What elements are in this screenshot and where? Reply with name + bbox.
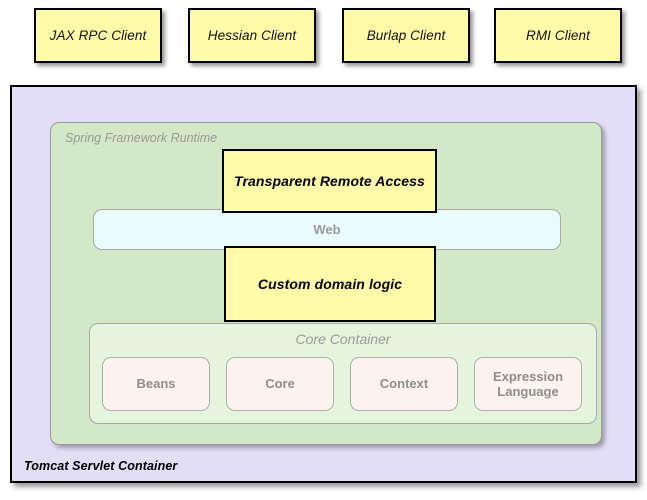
client-box-label: RMI Client [525,28,590,43]
web-layer: Web [93,209,561,250]
core-module-beans: Beans [102,357,210,411]
core-module-label: Beans [136,376,176,392]
core-module-core: Core [226,357,334,411]
client-box-burlap: Burlap Client [342,8,470,63]
client-box-label: JAX RPC Client [49,28,147,43]
core-container: Core Container Beans Core Context Expres… [89,323,597,424]
client-box-jax-rpc: JAX RPC Client [34,8,162,63]
spring-framework-runtime-label: Spring Framework Runtime [65,131,218,145]
client-box-label: Hessian Client [207,28,297,43]
custom-domain-logic-label: Custom domain logic [257,276,403,292]
core-module-label: Core [265,376,295,392]
core-module-label: Context [379,376,429,392]
core-module-label: Expression Language [492,368,564,399]
core-module-context: Context [350,357,458,411]
tomcat-servlet-container: Tomcat Servlet Container Spring Framewor… [10,85,637,483]
client-box-rmi: RMI Client [494,8,622,63]
client-box-label: Burlap Client [366,28,446,43]
core-module-expression-language: Expression Language [474,357,582,411]
tomcat-servlet-container-label: Tomcat Servlet Container [24,459,178,473]
transparent-remote-access-box: Transparent Remote Access [222,149,437,213]
client-box-hessian: Hessian Client [188,8,316,63]
core-container-label: Core Container [295,331,391,347]
custom-domain-logic-box: Custom domain logic [224,246,436,322]
web-layer-label: Web [313,222,341,237]
transparent-remote-access-label: Transparent Remote Access [234,173,425,189]
